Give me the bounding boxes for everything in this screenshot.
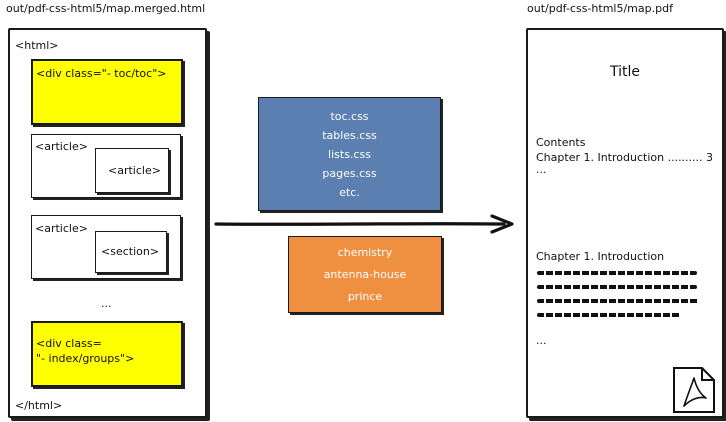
article-box-2: <article> <section> (31, 215, 181, 279)
pdf-toc-entry: Chapter 1. Introduction .......... 3 (536, 151, 714, 164)
stylesheet-item: tables.css (322, 128, 377, 142)
article-2-label: <article> (35, 222, 88, 235)
pdf-contents-heading: Contents (536, 136, 586, 149)
text-scribble (537, 299, 699, 303)
index-div-line-2: "- index/groups"> (36, 352, 135, 365)
engine-item: antenna-house (323, 267, 407, 281)
pdf-toc-more: ... (536, 163, 547, 176)
nested-section-label: <section> (101, 245, 160, 258)
transform-arrow (214, 214, 514, 234)
html-open-tag: <html> (15, 39, 59, 52)
stylesheets-box: toc.css tables.css lists.css pages.css e… (258, 97, 441, 211)
merged-html-path: out/pdf-css-html5/map.merged.html (6, 2, 206, 15)
html-close-tag: </html> (15, 399, 63, 412)
index-div-line-1: <div class= (36, 337, 102, 350)
nested-article-label: <article> (108, 164, 161, 177)
nested-article-box: <article> (95, 148, 169, 193)
stylesheet-item: lists.css (328, 147, 371, 161)
toc-div-box: <div class="- toc/toc"> (31, 59, 183, 125)
engine-item: chemistry (337, 245, 393, 259)
text-scribble (537, 313, 681, 317)
stylesheet-item: pages.css (322, 166, 377, 180)
merged-ellipsis: ... (101, 297, 112, 310)
text-scribble (537, 285, 697, 289)
merged-html-page: <html> <div class="- toc/toc"> <article>… (8, 28, 207, 418)
article-1-label: <article> (35, 140, 88, 153)
engines-box: chemistry antenna-house prince (288, 236, 442, 313)
stylesheet-item: toc.css (330, 109, 369, 123)
toc-div-label: <div class="- toc/toc"> (36, 67, 167, 80)
text-scribble (537, 271, 697, 275)
pdf-chapter-more: ... (536, 334, 547, 347)
pdf-path: out/pdf-css-html5/map.pdf (527, 2, 673, 15)
article-box-1: <article> <article> (31, 134, 181, 198)
engine-item: prince (347, 289, 383, 303)
index-div-box: <div class= "- index/groups"> (31, 321, 183, 387)
pdf-page: Title Contents Chapter 1. Introduction .… (526, 28, 724, 418)
pdf-chapter-heading: Chapter 1. Introduction (536, 250, 665, 263)
pdf-title: Title (609, 64, 640, 80)
pdf-icon (673, 367, 715, 413)
stylesheet-item: etc. (339, 185, 360, 199)
nested-section-box: <section> (95, 231, 167, 273)
